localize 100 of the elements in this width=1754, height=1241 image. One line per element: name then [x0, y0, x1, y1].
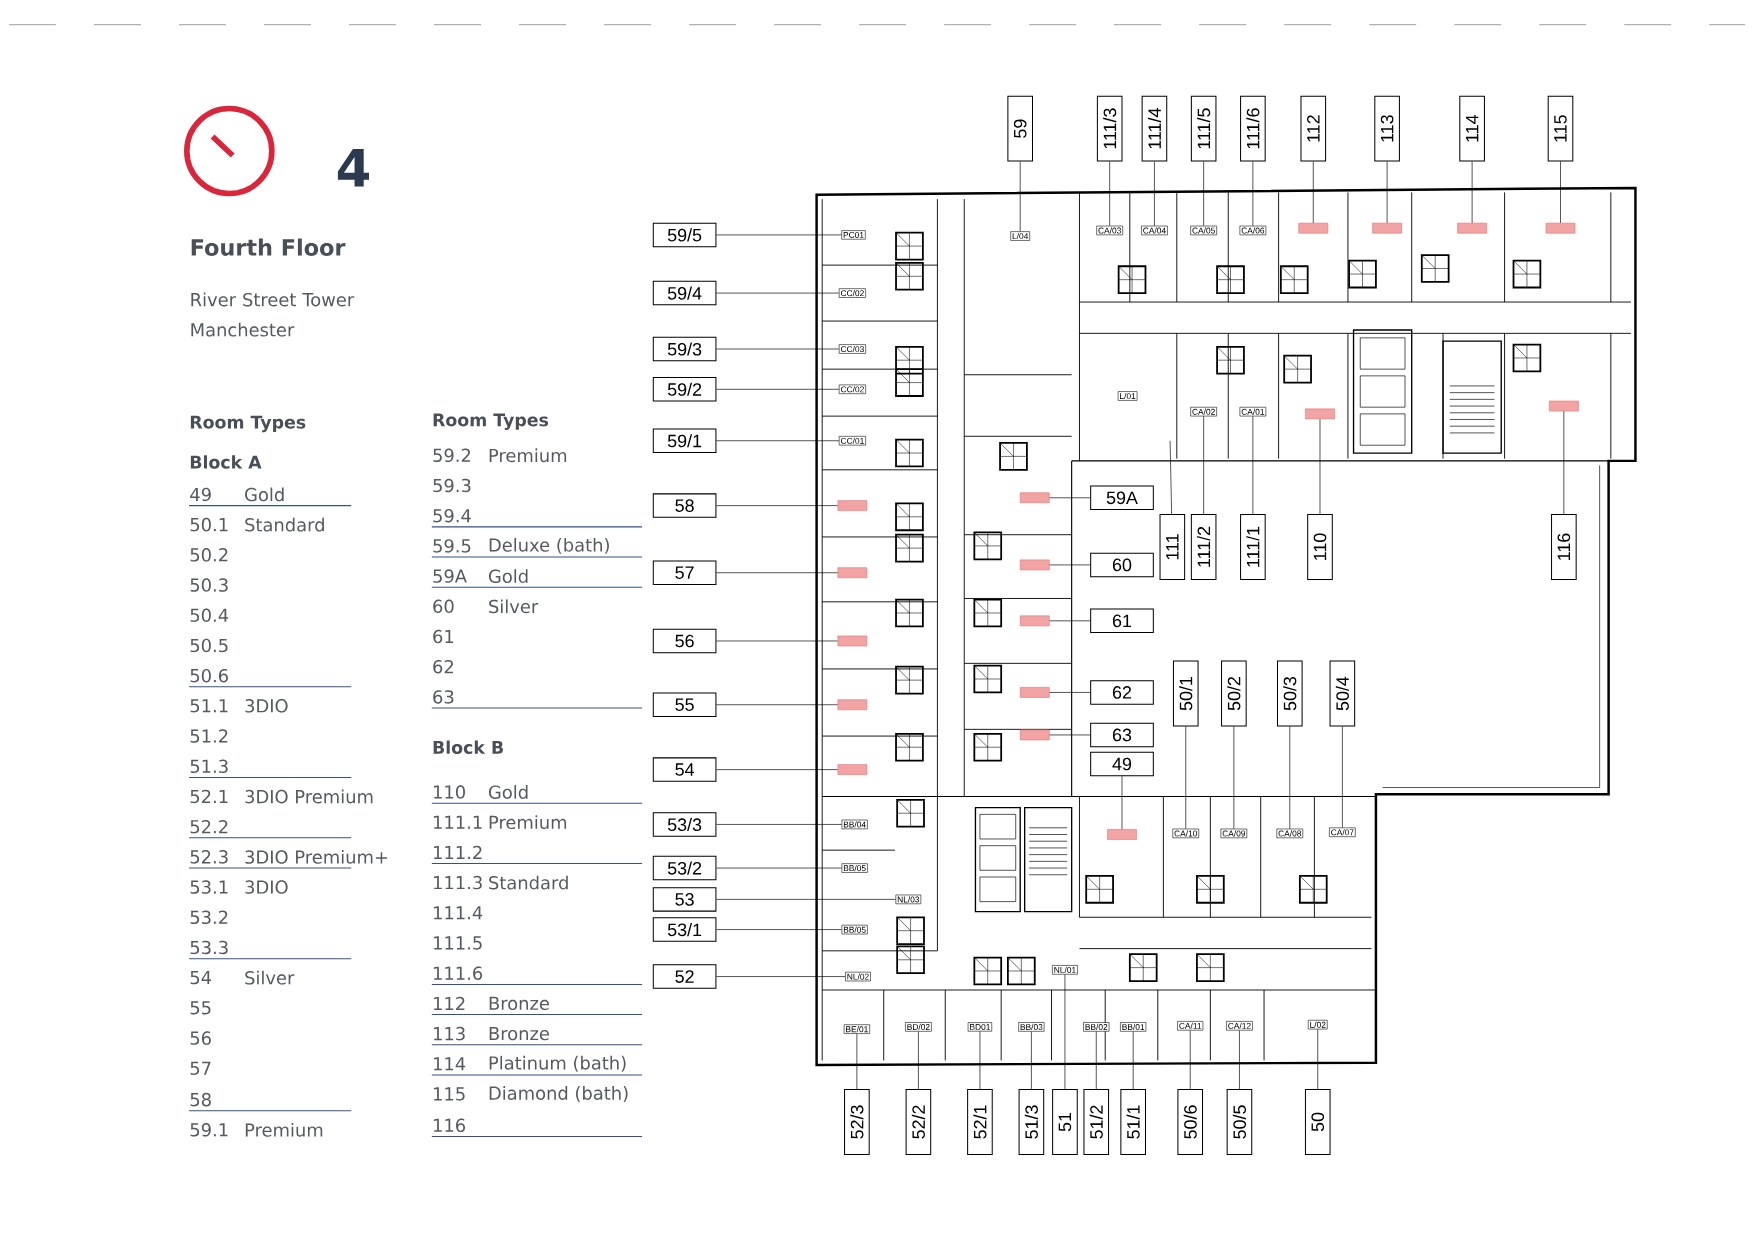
callout-box: 111/3 [1096, 95, 1123, 162]
room-number: 54 [190, 971, 212, 985]
callout-box: 53/3 [652, 812, 717, 837]
leader-line [1252, 416, 1254, 515]
leader-line [716, 824, 842, 825]
callout-box: 61 [1090, 608, 1154, 634]
leader-line [716, 769, 838, 771]
room-tag [1107, 829, 1137, 841]
leader-line [716, 572, 838, 574]
leader-line [1203, 161, 1204, 227]
callout-box: 52 [652, 964, 717, 990]
room-type: Diamond (bath) [489, 1086, 628, 1103]
room-tag: CA/12 [1226, 1021, 1253, 1031]
callout-box: 51/1 [1120, 1089, 1146, 1156]
room-tag: L/04 [1010, 231, 1030, 241]
room-number: 50.4 [190, 608, 229, 623]
leader-line [1317, 1029, 1319, 1090]
room-number: 56 [190, 1031, 211, 1046]
room-type: Gold [245, 487, 284, 502]
room-tag: CA/04 [1141, 225, 1168, 236]
callout-box: 62 [1090, 680, 1154, 705]
room-tag [837, 567, 868, 579]
callout-box: 50/5 [1226, 1089, 1253, 1156]
room-tag: CA/06 [1239, 225, 1267, 236]
room-number: 111.3 [434, 876, 482, 890]
room-tag: CA/05 [1190, 225, 1217, 236]
callout-box: 111/5 [1190, 95, 1217, 162]
leader-line [1252, 161, 1254, 227]
callout-box: 50/2 [1221, 660, 1247, 727]
room-number: 53.2 [190, 910, 228, 925]
room-tag [1549, 400, 1579, 412]
leader-line [716, 899, 896, 900]
callout-box: 49 [1090, 752, 1154, 777]
room-type: Premium [245, 1123, 323, 1137]
callout-box: 111 [1159, 514, 1186, 581]
callout-box: 53/2 [652, 856, 717, 881]
leader-line [1319, 419, 1321, 515]
room-tag: NL/02 [845, 972, 871, 982]
room-number: 51.3 [190, 759, 228, 774]
callout-box: 63 [1090, 722, 1154, 748]
room-tag: NL/01 [1052, 965, 1078, 975]
room-tag [1298, 223, 1329, 234]
room-type: Bronze [489, 997, 549, 1011]
room-tag [1305, 408, 1335, 420]
room-tag: BB/03 [1018, 1022, 1045, 1032]
callout-box: 59 [1007, 95, 1033, 162]
leader-line [1239, 1030, 1240, 1090]
callout-box: 59/2 [652, 377, 717, 402]
room-number: 115 [434, 1087, 465, 1101]
room-number: 50.5 [190, 638, 228, 653]
room-tag: CA/02 [1190, 407, 1217, 417]
leader-line [1049, 497, 1091, 499]
callout-box: 59/1 [652, 428, 717, 454]
callout-box: 51 [1052, 1089, 1078, 1156]
leader-line [1064, 974, 1066, 1090]
room-tag [1019, 687, 1050, 698]
room-tag: BB/01 [1120, 1022, 1147, 1032]
room-tag: CA/10 [1172, 828, 1200, 839]
room-tag [1019, 615, 1050, 627]
room-tag [1019, 729, 1050, 741]
room-type: Premium [489, 448, 567, 463]
room-tag: CA/07 [1329, 827, 1356, 838]
room-number: 52.3 [190, 850, 228, 864]
room-number: 59.3 [433, 478, 471, 493]
room-number: 63 [433, 690, 454, 704]
room-number: 58 [190, 1093, 211, 1107]
room-tag: CA/11 [1177, 1021, 1204, 1031]
leader-line [1203, 416, 1204, 515]
room-number: 51.2 [190, 729, 228, 744]
room-number: 111.5 [434, 936, 482, 950]
room-number: 57 [190, 1061, 211, 1076]
room-number: 53.1 [190, 880, 228, 895]
callout-box: 112 [1300, 95, 1327, 162]
room-tag [837, 635, 868, 647]
room-tag [1372, 223, 1402, 234]
room-type: Standard [245, 517, 324, 532]
room-number: 111.2 [434, 846, 482, 860]
callout-box: 111/2 [1190, 514, 1217, 581]
room-tag: CA/08 [1276, 828, 1304, 839]
room-number: 61 [433, 629, 454, 644]
leader-line [716, 929, 842, 931]
room-tag: L/02 [1307, 1020, 1328, 1030]
room-tag: CC/03 [838, 344, 866, 354]
callout-box: 110 [1307, 514, 1333, 581]
leader-line [1386, 161, 1388, 224]
room-type: 3DIO Premium [245, 789, 373, 804]
room-number: 59.2 [433, 448, 471, 463]
room-number: 111.6 [434, 966, 483, 981]
callout-box: 111/6 [1240, 95, 1266, 162]
room-number: 52.1 [190, 789, 228, 804]
callout-box: 113 [1374, 95, 1400, 162]
leader-line [716, 976, 846, 978]
room-number: 60 [433, 599, 454, 614]
room-tag [837, 500, 868, 512]
room-number: 59.1 [190, 1123, 228, 1137]
room-tag [1457, 223, 1487, 234]
room-number: 112 [434, 997, 465, 1011]
callout-box: 54 [652, 757, 717, 783]
callout-box: 51/3 [1018, 1089, 1045, 1156]
section-heading: Room Types [190, 416, 306, 433]
